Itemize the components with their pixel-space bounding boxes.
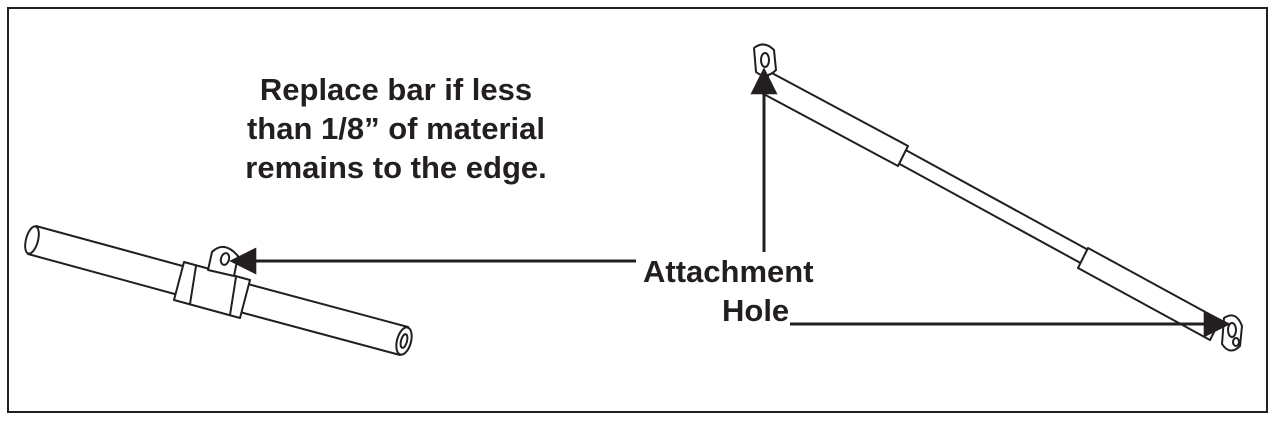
leader-arrows	[229, 67, 1231, 338]
instruction-line-3: remains to the edge.	[245, 150, 547, 185]
figure-frame	[7, 7, 1268, 413]
instruction-line-1: Replace bar if less	[259, 72, 533, 107]
attachment-hole-label-line-2: Hole	[722, 293, 790, 328]
replacement-instruction: Replace bar if less than 1/8” of materia…	[196, 70, 596, 187]
instruction-line-2: than 1/8” of material	[246, 111, 546, 146]
short-bar	[24, 225, 413, 356]
long-bar	[753, 43, 1243, 352]
attachment-hole-label-line-1: Attachment	[643, 254, 814, 289]
